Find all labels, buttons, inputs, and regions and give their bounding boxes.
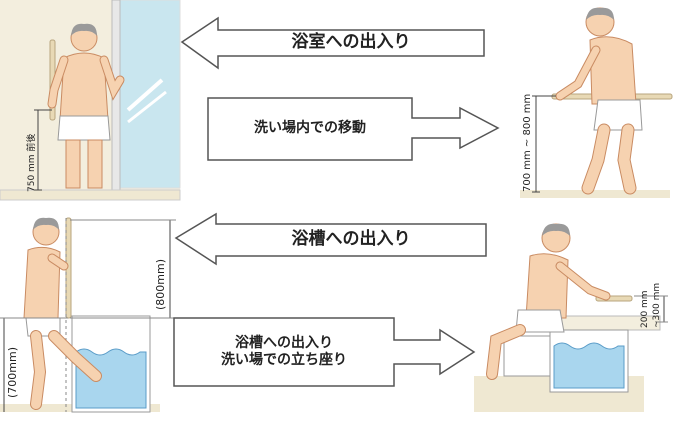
callout-line-2: 洗い場での立ち座り xyxy=(221,352,347,368)
bath-stool xyxy=(503,335,551,377)
callout-tub-entry-standing: 浴槽への出入り 洗い場での立ち座り xyxy=(176,320,392,384)
floor xyxy=(0,189,181,201)
man-figure xyxy=(47,23,125,189)
arrow-right-1 xyxy=(207,97,500,161)
floor xyxy=(520,190,670,198)
arrow-left-2 xyxy=(174,212,487,266)
bath-water xyxy=(75,348,147,409)
man-figure xyxy=(555,7,643,195)
callout-tub-entry: 浴槽への出入り xyxy=(291,229,411,250)
arrow-left-1 xyxy=(180,16,485,70)
callout-washing-area-move: 洗い場内での移動 xyxy=(254,120,366,137)
scene-tub-entry xyxy=(0,217,176,413)
dimension-label-sitting-rail-1: 200 mm xyxy=(640,290,650,328)
callout-bathroom-entry: 浴室への出入り xyxy=(291,32,411,53)
man-figure xyxy=(486,223,611,380)
callout-line-1: 浴槽への出入り xyxy=(235,334,333,351)
dimension-label-hallway-rail: 700 mm ~ 800 mm xyxy=(522,93,533,192)
glass-reflection xyxy=(126,78,164,112)
scene-washing-area xyxy=(520,7,673,198)
scene-sitting-tub xyxy=(474,223,668,412)
arrow-right-2 xyxy=(173,317,476,387)
scene-bathroom-entry xyxy=(0,0,181,201)
glass-reflection xyxy=(127,90,167,124)
bath-water xyxy=(553,342,625,389)
dimension-label-door-rail: 750 mm 前後 xyxy=(27,133,37,192)
man-figure xyxy=(23,217,102,410)
dimension-label-sitting-rail-2: ~300 mm xyxy=(652,282,662,328)
dimension-label-tub-upper: (800mm) xyxy=(154,258,167,310)
dimension-label-tub-lower: (700mm) xyxy=(6,346,19,398)
